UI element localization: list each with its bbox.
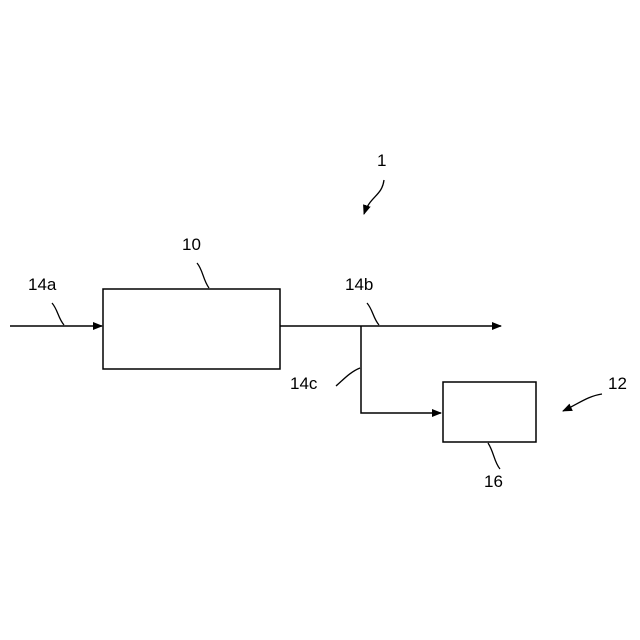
subsystem-reference-label: 12: [608, 374, 627, 393]
unit-16-box: [443, 382, 536, 442]
system-reference-arrow: [364, 180, 384, 214]
stream-14c-leader: [336, 368, 360, 386]
unit-10-box: [103, 289, 280, 369]
unit-16-leader: [488, 443, 500, 469]
stream-14a-label: 14a: [28, 275, 57, 294]
unit-16-label: 16: [484, 472, 503, 491]
stream-14c-line: [361, 326, 441, 413]
subsystem-reference-arrow: [563, 394, 602, 411]
stream-14a-leader: [52, 303, 64, 325]
unit-10-label: 10: [182, 235, 201, 254]
system-reference-label: 1: [377, 151, 386, 170]
unit-10-leader: [197, 263, 209, 288]
stream-14c-label: 14c: [290, 374, 318, 393]
stream-14b-leader: [367, 303, 379, 325]
stream-14b-label: 14b: [345, 275, 373, 294]
